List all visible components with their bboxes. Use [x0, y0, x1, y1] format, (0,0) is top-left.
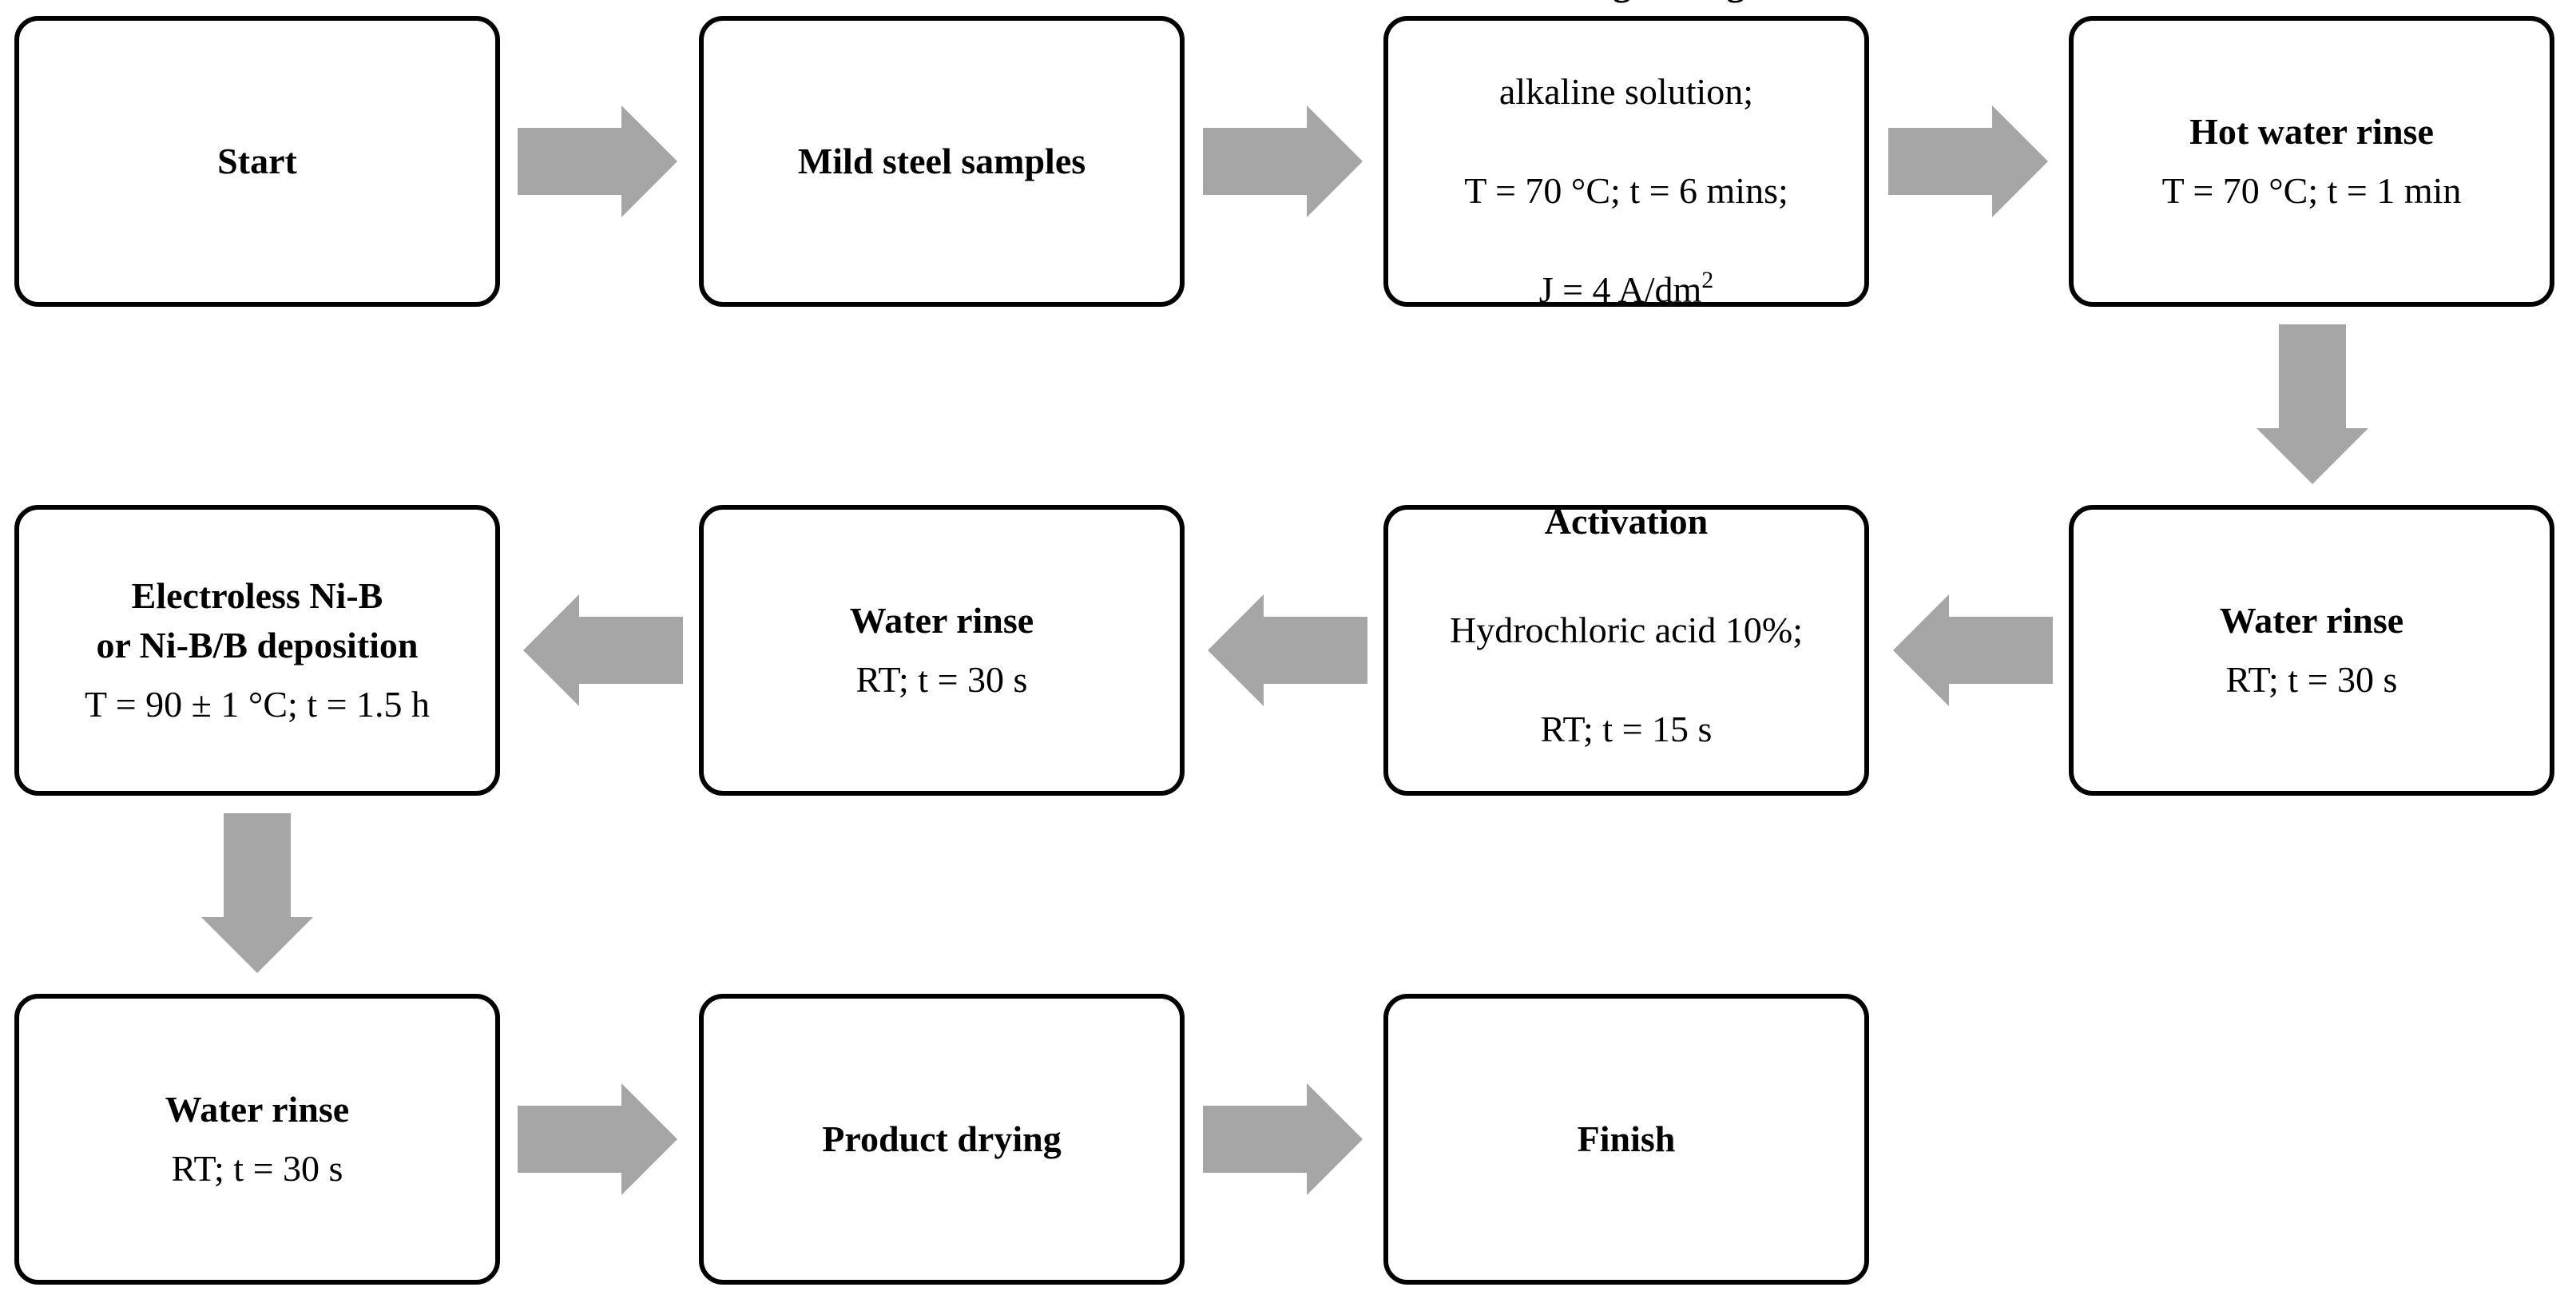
step-mild-steel-samples: Mild steel samples	[699, 16, 1185, 307]
step-title: Water rinse	[2219, 600, 2404, 641]
arrow-left-icon	[1208, 594, 1367, 706]
current-density-text: J = 4 A/dm	[1538, 269, 1702, 310]
step-title: Product drying	[822, 1118, 1062, 1159]
step-detail: RT; t = 30 s	[855, 659, 1028, 700]
arrow-left-icon	[1893, 594, 2053, 706]
step-water-rinse-3: Water rinse RT; t = 30 s	[14, 994, 500, 1285]
arrow-left-icon	[523, 594, 683, 706]
arrow-right-icon	[1203, 1083, 1363, 1195]
step-detail: T = 90 ± 1 °C; t = 1.5 h	[84, 684, 431, 725]
step-title: Electroless Ni-B or Ni-B/B deposition	[96, 575, 419, 665]
step-detail: Hydrochloric acid 10%; RT; t = 15 s	[1450, 556, 1803, 804]
arrow-right-icon	[1888, 105, 2048, 217]
step-hot-degreasing: Hot degreasing alkaline solution; T = 70…	[1383, 0, 1869, 310]
step-detail-line: T = 70 °C; t = 6 mins;	[1464, 170, 1788, 211]
step-electroless-deposition: Electroless Ni-B or Ni-B/B deposition T …	[14, 505, 500, 796]
step-water-rinse-2: Water rinse RT; t = 30 s	[699, 505, 1185, 796]
unit-exponent: 2	[1701, 267, 1714, 293]
step-title: Hot water rinse	[2189, 111, 2434, 152]
step-activation: Activation Hydrochloric acid 10%; RT; t …	[1383, 501, 1869, 796]
step-product-drying: Product drying	[699, 994, 1185, 1285]
step-detail-line: J = 4 A/dm2	[1464, 265, 1788, 315]
step-title: Activation	[1544, 501, 1709, 542]
step-title: Hot degreasing	[1508, 0, 1745, 8]
step-detail: alkaline solution; T = 70 °C; t = 6 mins…	[1464, 18, 1788, 364]
step-detail: T = 70 °C; t = 1 min	[2161, 170, 2462, 211]
step-detail: RT; t = 30 s	[2225, 659, 2398, 700]
step-detail-line: Hydrochloric acid 10%;	[1450, 610, 1803, 650]
arrow-right-icon	[518, 1083, 677, 1195]
arrow-right-icon	[1203, 105, 1363, 217]
arrow-right-icon	[518, 105, 677, 217]
step-title: Water rinse	[165, 1089, 350, 1130]
step-title: Mild steel samples	[797, 141, 1086, 181]
step-title: Start	[217, 141, 297, 181]
step-detail-line: RT; t = 15 s	[1540, 709, 1713, 749]
arrow-down-icon	[2256, 324, 2368, 484]
step-water-rinse-1: Water rinse RT; t = 30 s	[2069, 505, 2554, 796]
step-detail: RT; t = 30 s	[171, 1148, 343, 1189]
step-finish: Finish	[1383, 994, 1869, 1285]
step-start: Start	[14, 16, 500, 307]
step-title: Finish	[1577, 1118, 1676, 1159]
arrow-down-icon	[201, 813, 313, 973]
step-detail-line: alkaline solution;	[1498, 71, 1754, 112]
step-hot-water-rinse: Hot water rinse T = 70 °C; t = 1 min	[2069, 16, 2554, 307]
step-title: Water rinse	[849, 600, 1034, 641]
